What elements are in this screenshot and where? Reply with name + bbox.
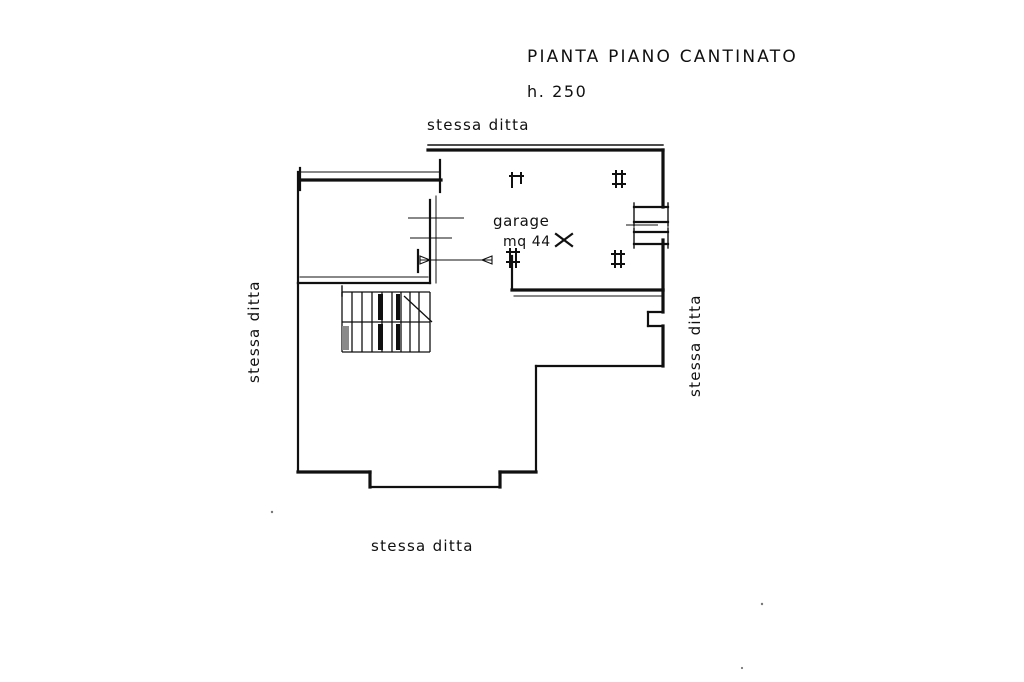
outer-wall-outline — [296, 144, 665, 489]
stair-stringer-b — [396, 294, 400, 320]
paper-speck-2 — [760, 602, 764, 606]
pillar-icon-2 — [612, 170, 626, 188]
room-area-garage: mq 44 — [503, 234, 551, 250]
stair-direction-line — [403, 295, 433, 323]
room-label-garage: garage — [493, 212, 549, 230]
neighbor-label-bottom: stessa ditta — [371, 537, 474, 555]
stair-stringer-e — [342, 326, 349, 350]
staircase — [341, 291, 433, 353]
page-title: PIANTA PIANO CANTINATO — [527, 47, 798, 67]
paper-speck-1 — [270, 510, 274, 514]
neighbor-label-right: stessa ditta — [686, 294, 704, 397]
area-scribble-2 — [554, 232, 574, 248]
stair-stringer-a — [378, 294, 383, 320]
pillar-icon-1 — [509, 172, 524, 188]
landing-walls — [296, 195, 437, 285]
pillar-symbols — [506, 170, 626, 268]
garage-walls — [510, 254, 665, 297]
dimension-crosshairs — [408, 200, 464, 240]
ceiling-height-note: h. 250 — [527, 82, 587, 101]
window-markers-right — [626, 202, 670, 249]
neighbor-label-top: stessa ditta — [427, 116, 530, 134]
door-arrow-left — [419, 255, 432, 265]
neighbor-label-left: stessa ditta — [245, 280, 263, 383]
paper-speck-3 — [740, 666, 744, 670]
door-opening-garage — [416, 248, 493, 274]
terrace-projection — [298, 158, 443, 194]
door-arrow-right — [480, 255, 493, 265]
stair-stringer-c — [378, 324, 383, 350]
stair-stringer-d — [396, 324, 400, 350]
pillar-icon-3 — [611, 250, 625, 268]
pillar-icon-4 — [506, 248, 520, 268]
